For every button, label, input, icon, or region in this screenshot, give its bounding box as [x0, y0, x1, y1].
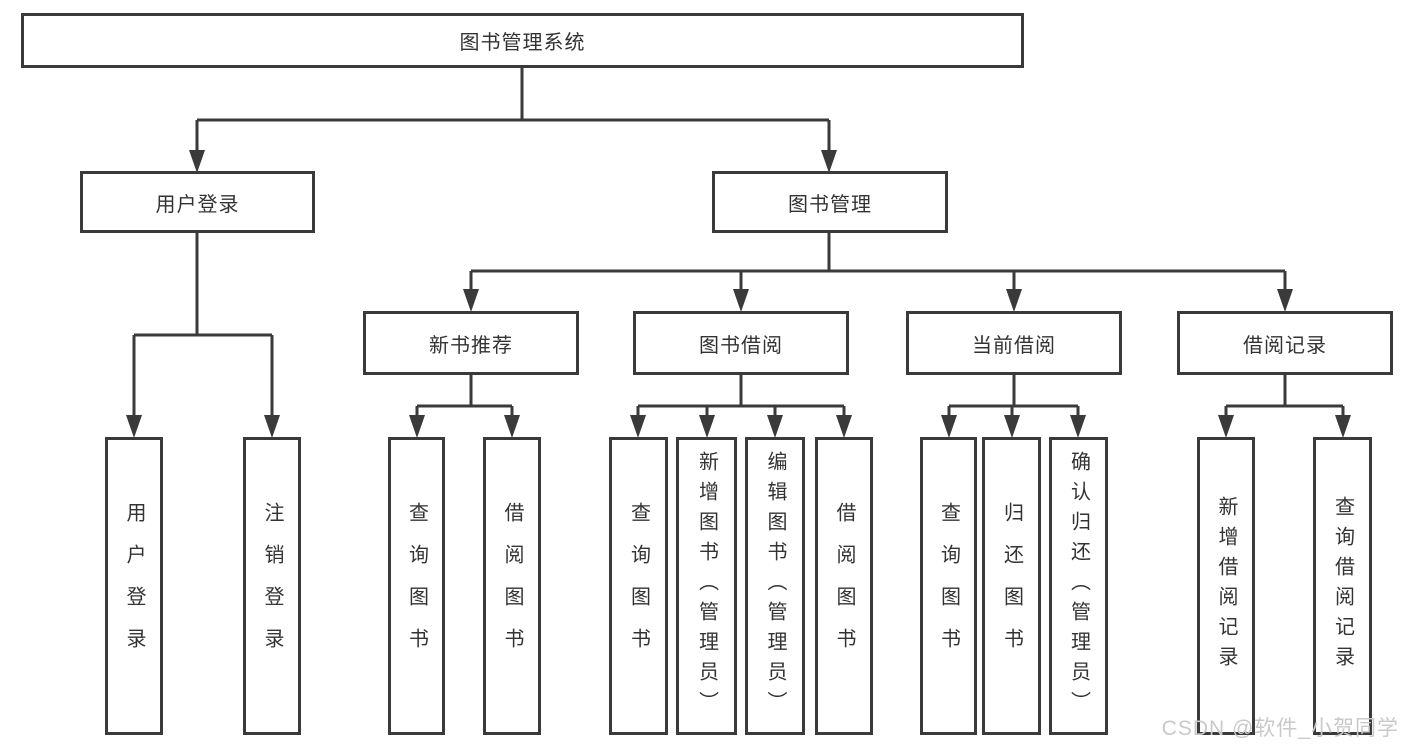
- node-borrowing-records: 借阅记录: [1177, 311, 1393, 375]
- leaf-logout: 注销登录: [243, 437, 301, 735]
- leaf-borrow-books-borrowing: 借阅图书: [815, 437, 873, 735]
- leaf-label: 用户登录: [123, 502, 145, 670]
- node-label: 图书管理: [788, 193, 872, 216]
- leaf-label: 编辑图书（管理员）: [764, 451, 786, 721]
- leaf-label: 查询图书: [627, 502, 650, 670]
- node-library-management-system: 图书管理系统: [21, 13, 1024, 68]
- leaf-query-borrow-record: 查询借阅记录: [1313, 437, 1372, 735]
- node-current-borrowing: 当前借阅: [906, 311, 1122, 375]
- leaf-label: 借阅图书: [833, 502, 855, 670]
- node-book-borrowing: 图书借阅: [633, 311, 849, 375]
- node-new-book-recommend: 新书推荐: [363, 311, 579, 375]
- node-label: 当前借阅: [972, 334, 1056, 357]
- leaf-label: 注销登录: [261, 502, 283, 670]
- csdn-watermark: CSDN @软件_小贺同学: [1161, 717, 1399, 740]
- leaf-label: 查询借阅记录: [1331, 496, 1354, 676]
- node-label: 用户登录: [155, 193, 240, 216]
- leaf-add-borrow-record: 新增借阅记录: [1197, 437, 1255, 735]
- leaf-label: 查询图书: [937, 502, 960, 670]
- node-label: 图书管理系统: [459, 32, 586, 54]
- node-label: 图书借阅: [699, 334, 783, 357]
- arrowheads: [126, 150, 1351, 438]
- leaf-query-books-current: 查询图书: [920, 437, 977, 735]
- leaf-label: 归还图书: [1000, 502, 1023, 670]
- leaf-user-login: 用户登录: [105, 437, 163, 735]
- leaf-confirm-return-admin: 确认归还（管理员）: [1049, 437, 1108, 735]
- node-book-management: 图书管理: [712, 171, 948, 233]
- leaf-borrow-books-recommend: 借阅图书: [483, 437, 541, 735]
- leaf-label: 新增借阅记录: [1215, 496, 1237, 676]
- leaf-label: 新增图书（管理员）: [695, 451, 718, 721]
- node-label: 借阅记录: [1243, 334, 1327, 357]
- leaf-query-books-borrowing: 查询图书: [609, 437, 668, 735]
- leaf-add-books-admin: 新增图书（管理员）: [676, 437, 737, 735]
- leaf-label: 确认归还（管理员）: [1067, 451, 1090, 721]
- leaf-return-books: 归还图书: [982, 437, 1041, 735]
- node-user-login: 用户登录: [80, 171, 315, 233]
- leaf-label: 借阅图书: [501, 502, 523, 670]
- leaf-edit-books-admin: 编辑图书（管理员）: [745, 437, 805, 735]
- node-label: 新书推荐: [429, 334, 513, 357]
- leaf-label: 查询图书: [405, 502, 428, 670]
- leaf-query-books-recommend: 查询图书: [388, 437, 445, 735]
